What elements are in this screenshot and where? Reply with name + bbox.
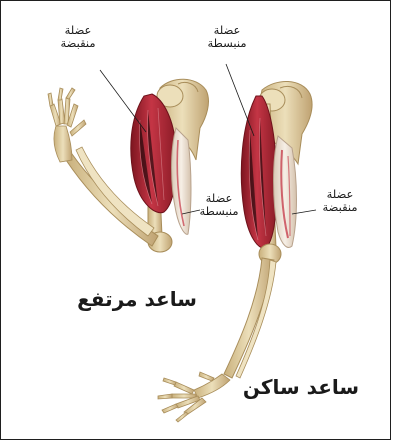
label-left-relaxed-line2: منبسطة (190, 205, 248, 218)
right-ulna (224, 258, 274, 378)
raised-arm (48, 70, 208, 252)
caption-resting-forearm: ساعد ساكن (236, 376, 366, 399)
left-triceps-relaxed (172, 128, 192, 234)
label-left-relaxed: عضلة منبسطة (190, 192, 248, 218)
label-left-contracted: عضلة منقبضة (52, 24, 104, 50)
label-right-relaxed: عضلة منبسطة (198, 24, 256, 50)
leader-right-relaxed (226, 64, 254, 136)
leader-left-contracted (100, 70, 146, 132)
label-right-contracted: عضلة منقبضة (314, 188, 366, 214)
right-hand (158, 372, 230, 422)
right-triceps-contracted (274, 136, 297, 247)
label-left-contracted-line2: منقبضة (52, 37, 104, 50)
label-right-contracted-line2: منقبضة (314, 201, 366, 214)
caption-raised-forearm: ساعد مرتفع (72, 288, 202, 311)
label-right-relaxed-line2: منبسطة (198, 37, 256, 50)
